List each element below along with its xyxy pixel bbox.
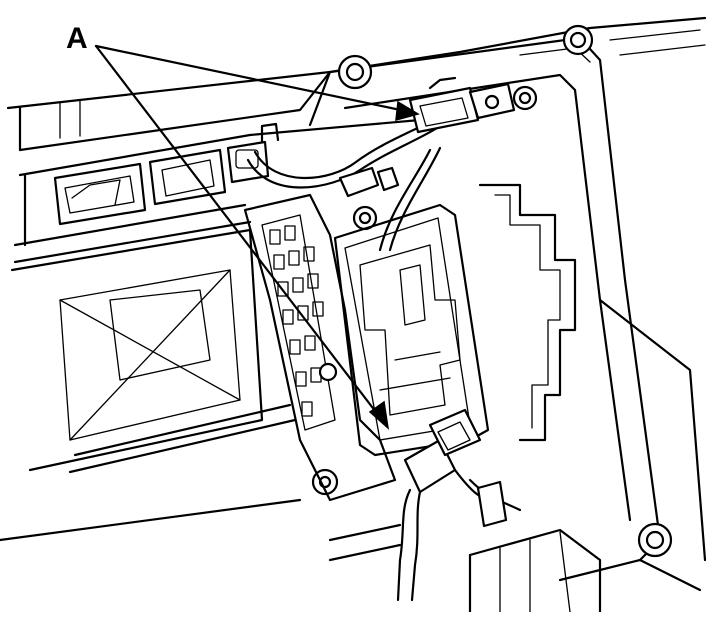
mounting-bracket (243, 193, 397, 502)
lower-component (328, 523, 602, 614)
right-bracket (478, 183, 577, 442)
upper-frame-rail (6, 16, 707, 152)
housing-bolts (311, 24, 673, 558)
callout-label-a: A (66, 22, 88, 55)
callout-arrows (94, 44, 420, 430)
lower-left-panel (0, 228, 302, 542)
left-connector-housing (53, 122, 280, 226)
upper-connector (408, 76, 516, 134)
left-rail (13, 118, 422, 264)
lower-connector (396, 408, 522, 602)
main-housing (308, 29, 707, 592)
